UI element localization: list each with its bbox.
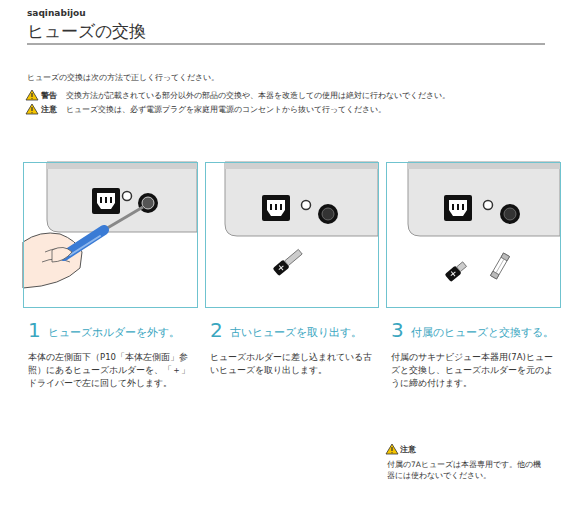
caution-icon bbox=[26, 104, 38, 114]
step-number: 3 bbox=[391, 320, 404, 340]
device-illustration bbox=[23, 162, 197, 288]
step-body: 本体の左側面下（P10「本体左側面」参照）にあるヒューズホルダーを、「＋」ドライ… bbox=[28, 351, 196, 389]
new-fuse bbox=[490, 253, 509, 279]
step-body: ヒューズホルダーに差し込まれている古いヒューズを取り出します。 bbox=[210, 351, 378, 377]
fuse-holder bbox=[445, 260, 468, 282]
step-heading: ヒューズホルダーを外す。 bbox=[48, 326, 180, 339]
step-body: 付属のサキナビジュー本器用(7A)ヒューズと交換し、ヒューズホルダーを元のように… bbox=[391, 351, 559, 389]
step-number: 1 bbox=[28, 320, 41, 340]
warning-text: 交換方法が記載されている部分以外の部品の交換や、本器を改造しての使用は絶対に行わ… bbox=[66, 91, 536, 101]
warning-icon bbox=[26, 90, 38, 100]
device-illustration bbox=[225, 162, 378, 236]
step-heading: 古いヒューズを取り出す。 bbox=[230, 326, 362, 339]
step-panel: 1ヒューズホルダーを外す。本体の左側面下（P10「本体左側面」参照）にあるヒュー… bbox=[23, 162, 198, 308]
step-number: 2 bbox=[210, 320, 223, 340]
fuse-holder bbox=[273, 248, 304, 276]
brand-name: saqinabijou bbox=[27, 8, 86, 20]
step-panel: 3付属のヒューズと交換する。付属のサキナビジュー本器用(7A)ヒューズと交換し、… bbox=[386, 162, 561, 308]
caution-text: ヒューズ交換は、必ず電源プラグを家庭用電源のコンセントから抜いて行ってください。 bbox=[66, 105, 536, 115]
step-panel: 2古いヒューズを取り出す。ヒューズホルダーに差し込まれている古いヒューズを取り出… bbox=[205, 162, 379, 308]
caution-tag: 注意 bbox=[400, 445, 416, 455]
title-rule bbox=[27, 44, 545, 45]
caution-tag: 注意 bbox=[41, 105, 57, 115]
warning-tag: 警告 bbox=[41, 91, 57, 101]
caution-icon bbox=[386, 444, 398, 454]
intro-text: ヒューズの交換は次の方法で正しく行ってください。 bbox=[27, 73, 219, 83]
step-heading: 付属のヒューズと交換する。 bbox=[411, 326, 554, 339]
device-illustration bbox=[408, 162, 560, 236]
page-title: ヒューズの交換 bbox=[27, 20, 146, 43]
note-text: 付属の7Aヒューズは本器専用です。他の機器には使わないでください。 bbox=[387, 459, 547, 482]
